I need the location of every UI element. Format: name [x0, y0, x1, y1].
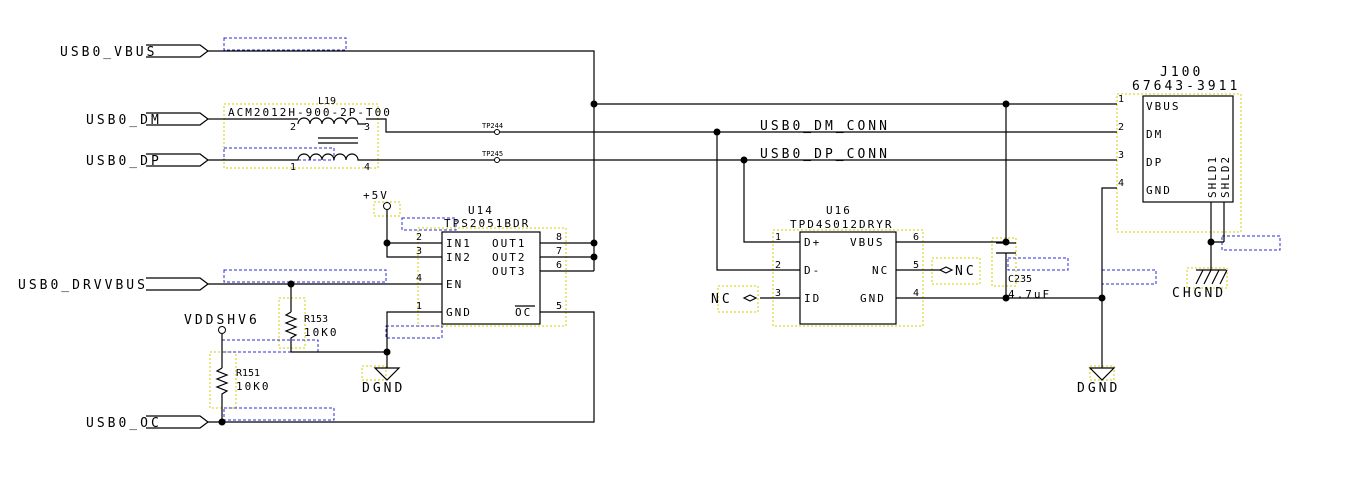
svg-text:DGND: DGND — [1077, 381, 1120, 396]
j100-usb-connector: J100 67643-3911 1 VBUS 2 DM 3 DP 4 GND S… — [1118, 65, 1240, 203]
svg-text:OC: OC — [515, 306, 532, 319]
svg-text:3: 3 — [775, 288, 781, 299]
svg-text:J100: J100 — [1160, 65, 1203, 80]
net-label-dm-conn: USB0_DM_CONN — [760, 119, 890, 134]
svg-text:5: 5 — [556, 301, 562, 312]
svg-text:USB0_DM: USB0_DM — [86, 113, 162, 128]
svg-text:2: 2 — [290, 122, 296, 133]
svg-text:OUT2: OUT2 — [492, 251, 527, 264]
svg-text:VBUS: VBUS — [850, 236, 885, 249]
svg-text:DM: DM — [1146, 128, 1163, 141]
svg-text:4: 4 — [1118, 178, 1124, 189]
svg-text:TP244: TP244 — [482, 122, 503, 130]
svg-text:USB0_DP: USB0_DP — [86, 154, 162, 169]
svg-text:4: 4 — [913, 288, 919, 299]
svg-text:4.7uF: 4.7uF — [1008, 288, 1051, 301]
svg-text:10K0: 10K0 — [236, 380, 271, 393]
svg-text:DP: DP — [1146, 156, 1163, 169]
offpage-connector-vbus: USB0_VBUS — [60, 44, 209, 60]
dgnd-symbol-u14: DGND — [362, 367, 405, 396]
svg-text:EN: EN — [446, 278, 463, 291]
svg-text:6: 6 — [556, 260, 562, 271]
testpoint-tp245: TP245 — [482, 150, 503, 163]
svg-text:R151: R151 — [236, 368, 260, 379]
svg-text:SHLD1: SHLD1 — [1206, 155, 1219, 198]
svg-text:OUT3: OUT3 — [492, 265, 527, 278]
svg-text:D+: D+ — [804, 236, 821, 249]
svg-text:1: 1 — [775, 232, 781, 243]
svg-text:ID: ID — [804, 292, 821, 305]
offpage-connector-dm: USB0_DM — [86, 112, 209, 128]
svg-text:3: 3 — [416, 246, 422, 257]
svg-text:1: 1 — [1118, 94, 1124, 105]
svg-text:TPD4S012DRYR: TPD4S012DRYR — [790, 218, 893, 231]
svg-text:1: 1 — [416, 301, 422, 312]
svg-text:3: 3 — [1118, 150, 1124, 161]
svg-text:1: 1 — [290, 162, 296, 173]
svg-text:U16: U16 — [826, 204, 852, 217]
svg-text:GND: GND — [1146, 184, 1172, 197]
svg-text:2: 2 — [416, 232, 422, 243]
svg-text:TPS2051BDR: TPS2051BDR — [444, 217, 530, 230]
svg-text:67643-3911: 67643-3911 — [1132, 79, 1240, 94]
svg-text:VDDSHV6: VDDSHV6 — [184, 313, 260, 328]
svg-text:NC: NC — [711, 292, 733, 307]
l19-common-mode-choke: L19 ACM2012H-900-2P-T00 2 3 1 4 — [228, 96, 392, 173]
chgnd-symbol: CHGND — [1172, 269, 1228, 301]
svg-text:USB0_OC: USB0_OC — [86, 416, 162, 431]
svg-text:8: 8 — [556, 232, 562, 243]
svg-text:USB0_VBUS: USB0_VBUS — [60, 45, 157, 60]
svg-text:GND: GND — [446, 306, 472, 319]
svg-text:IN2: IN2 — [446, 251, 472, 264]
net-label-dp-conn: USB0_DP_CONN — [760, 147, 890, 162]
u14-power-switch: U14 TPS2051BDR 2 IN1 3 IN2 4 EN 1 GND OU… — [416, 204, 562, 325]
svg-text:OUT1: OUT1 — [492, 237, 527, 250]
svg-text:IN1: IN1 — [446, 237, 472, 250]
nc-marker-u16-pin5: NC — [938, 264, 977, 279]
svg-text:D-: D- — [804, 264, 821, 277]
svg-text:U14: U14 — [468, 204, 494, 217]
junction-dots — [218, 100, 1215, 426]
power-vddshv6: VDDSHV6 — [184, 313, 260, 334]
nc-marker-u16-pin3: NC — [711, 292, 758, 307]
svg-text:4: 4 — [416, 273, 422, 284]
svg-text:VBUS: VBUS — [1146, 100, 1181, 113]
svg-text:2: 2 — [1118, 122, 1124, 133]
offpage-connector-dp: USB0_DP — [86, 153, 209, 169]
svg-text:L19: L19 — [318, 96, 336, 107]
c235-capacitor: C235 4.7uF — [996, 242, 1051, 301]
power-5v: +5V — [363, 189, 391, 210]
svg-text:CHGND: CHGND — [1172, 286, 1226, 301]
svg-text:USB0_DRVVBUS: USB0_DRVVBUS — [18, 278, 148, 293]
svg-text:NC: NC — [872, 264, 889, 277]
svg-text:10K0: 10K0 — [304, 326, 339, 339]
svg-text:6: 6 — [913, 232, 919, 243]
svg-text:R153: R153 — [304, 314, 328, 325]
svg-text:+5V: +5V — [363, 189, 389, 202]
offpage-connector-oc: USB0_OC — [86, 415, 209, 431]
svg-text:2: 2 — [775, 260, 781, 271]
svg-text:3: 3 — [364, 122, 370, 133]
svg-text:SHLD2: SHLD2 — [1219, 155, 1232, 198]
svg-text:4: 4 — [364, 162, 370, 173]
svg-text:TP245: TP245 — [482, 150, 503, 158]
testpoint-tp244: TP244 — [482, 122, 503, 135]
svg-text:DGND: DGND — [362, 381, 405, 396]
u16-esd-protection: U16 TPD4S012DRYR 1 D+ 2 D- 3 ID VBUS 6 N… — [775, 204, 919, 325]
offpage-connector-drvvbus: USB0_DRVVBUS — [18, 277, 209, 293]
r153-resistor: R153 10K0 — [284, 311, 339, 340]
r151-resistor: R151 10K0 — [215, 367, 271, 396]
svg-text:GND: GND — [860, 292, 886, 305]
svg-text:C235: C235 — [1008, 274, 1032, 285]
svg-text:ACM2012H-900-2P-T00: ACM2012H-900-2P-T00 — [228, 106, 392, 119]
svg-text:NC: NC — [955, 264, 977, 279]
part-boundaries — [209, 93, 1242, 409]
svg-text:5: 5 — [913, 260, 919, 271]
svg-text:7: 7 — [556, 246, 562, 257]
dgnd-symbol-j100: DGND — [1077, 367, 1120, 396]
